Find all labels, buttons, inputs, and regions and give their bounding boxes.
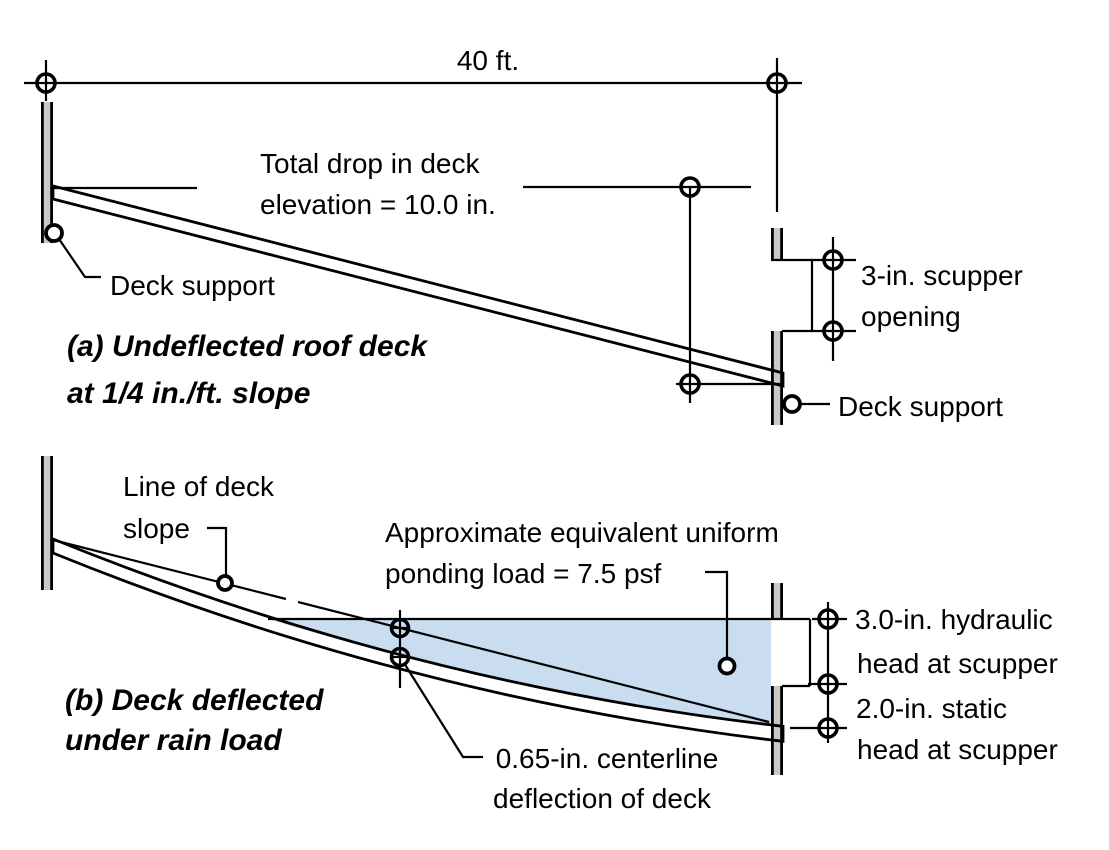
slope-line-marker: [216, 574, 234, 592]
leader-line: [58, 238, 101, 279]
wall-left-b: [43, 456, 51, 590]
deck-support-label-right: Deck support: [838, 391, 1003, 422]
deck-support-marker-right: [782, 394, 802, 414]
ponding-label-line1: Approximate equivalent uniform: [385, 517, 779, 548]
deck-support-label-left: Deck support: [110, 270, 275, 301]
deck-b: [51, 536, 785, 743]
deck-a: [51, 184, 785, 388]
slope-reference-line: [297, 600, 770, 724]
static-head-label-line2: head at scupper: [857, 734, 1058, 765]
leader-line: [207, 526, 228, 575]
slope-reference-line: [52, 538, 287, 601]
crosshair-marker: [389, 617, 411, 639]
crosshair-marker: [766, 72, 788, 94]
caption-b-line1: (b) Deck deflected: [65, 684, 324, 717]
crosshair-marker: [822, 249, 844, 271]
static-head-label-line1: 2.0-in. static: [856, 693, 1007, 724]
leader-line: [705, 570, 729, 658]
crosshair-marker: [679, 373, 701, 395]
leader-line: [403, 662, 483, 759]
wall-right-b-upper: [772, 583, 782, 619]
ponding-label-line2: ponding load = 7.5 psf: [385, 558, 662, 589]
ponding-load-marker: [717, 656, 737, 676]
caption-a-line2: at 1/4 in./ft. slope: [67, 377, 310, 410]
wall-right-a-lower: [772, 331, 782, 425]
crosshair-marker: [679, 176, 701, 198]
crosshair-marker: [817, 608, 839, 630]
crosshair-marker: [817, 717, 839, 739]
caption-b-line2: under rain load: [65, 724, 282, 757]
drop-label-line2: elevation = 10.0 in.: [260, 189, 496, 220]
crosshair-marker: [389, 646, 411, 668]
wall-right-b-lower: [772, 686, 782, 775]
caption-a-line1: (a) Undeflected roof deck: [67, 330, 428, 363]
wall-right-a-upper: [772, 228, 782, 260]
hydraulic-head-label-line2: head at scupper: [857, 648, 1058, 679]
crosshair-marker: [817, 673, 839, 695]
ponded-water-fill: [268, 619, 771, 725]
hydraulic-head-label-line1: 3.0-in. hydraulic: [855, 604, 1053, 635]
scupper-label-line2: opening: [861, 301, 961, 332]
crosshair-marker: [35, 72, 57, 94]
scupper-label-line1: 3-in. scupper: [861, 260, 1023, 291]
slope-label-line1: Line of deck: [123, 471, 275, 502]
wall-left-a: [43, 102, 51, 243]
crosshair-marker: [822, 320, 844, 342]
slope-label-line2: slope: [123, 513, 190, 544]
deflection-label-line1: 0.65-in. centerline: [496, 743, 719, 774]
drop-label-line1: Total drop in deck: [260, 148, 480, 179]
span-dimension-label: 40 ft.: [457, 45, 519, 76]
deflection-label-line2: deflection of deck: [493, 783, 712, 814]
deck-support-marker-left: [44, 223, 64, 243]
